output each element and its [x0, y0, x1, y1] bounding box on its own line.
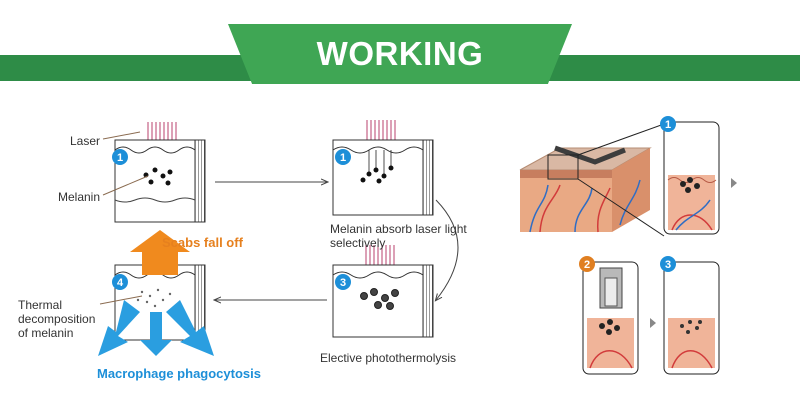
- scabs-label: Scabs fall off: [162, 235, 243, 250]
- skin-block-step4: [98, 230, 214, 356]
- scabs-arrow-icon: [130, 230, 190, 275]
- step-number-4: 4: [117, 277, 124, 289]
- title-banner: [228, 24, 572, 84]
- elective-label: Elective photothermolysis: [320, 351, 457, 365]
- page-title: WORKING PRINCIPLE: [309, 35, 491, 132]
- melanin-absorb-label: Melanin absorb laser light selectively: [330, 222, 467, 250]
- skin-block-step3: [332, 245, 434, 338]
- step-badge: [112, 149, 128, 165]
- skin-cross-section: [519, 123, 665, 237]
- laser-label: Laser: [70, 134, 101, 148]
- next-arrow-icon: [650, 318, 656, 328]
- inset-card-2: [579, 256, 639, 375]
- macrophage-label: Macrophage phagocytosis: [97, 366, 261, 381]
- inset-step-3: 3: [665, 259, 671, 271]
- melanin-label: Melanin: [58, 190, 101, 204]
- skin-block-step2: [332, 120, 434, 216]
- step-number-1: 1: [117, 152, 123, 164]
- inset-card-3: [660, 256, 720, 375]
- arrow-2-to-3: [436, 199, 459, 300]
- macrophage-arrows-icon: [98, 300, 214, 356]
- inset-step-2: 2: [584, 259, 590, 271]
- next-arrow-icon: [731, 178, 737, 188]
- inset-step-1: 1: [665, 119, 671, 131]
- step-number-3: 3: [340, 277, 346, 289]
- skin-block-step1: [102, 122, 206, 223]
- inset-card-1: [660, 116, 720, 235]
- thermal-label: Thermal decomposition of melanin: [18, 298, 96, 340]
- step-number-1b: 1: [340, 152, 346, 164]
